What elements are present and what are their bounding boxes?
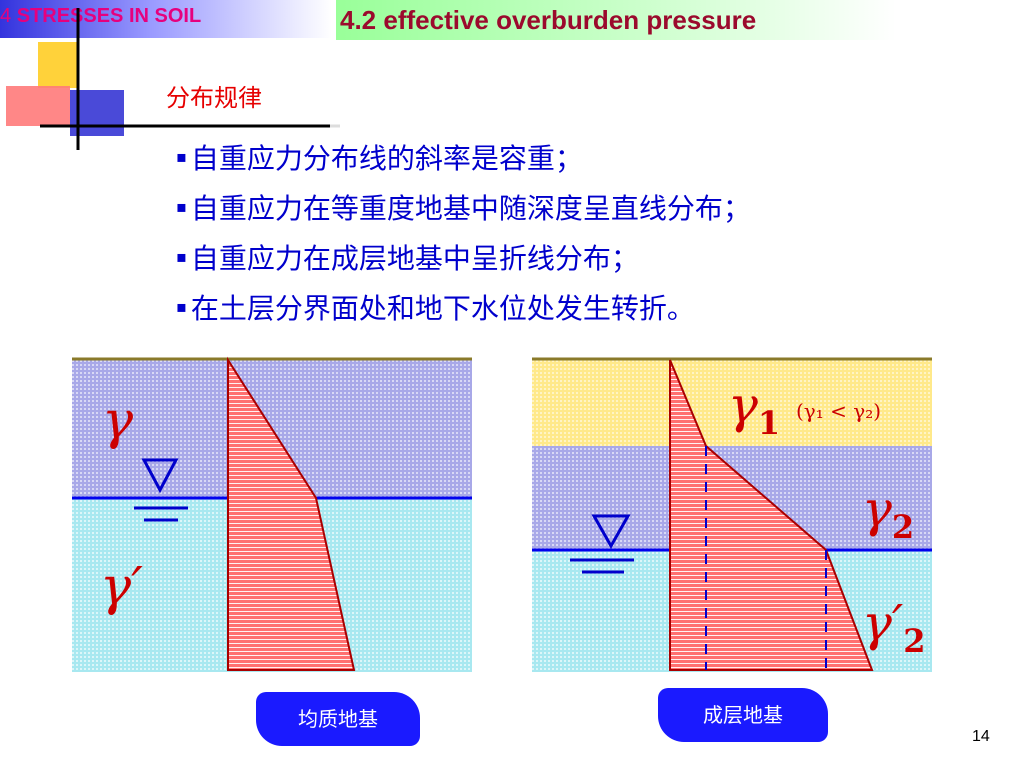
- chapter-title-text: STRESSES IN SOIL: [16, 5, 202, 27]
- section-tag-background: [336, 0, 896, 40]
- layer-2-buoyant-unit-weight-label: γ′2: [862, 594, 926, 660]
- bullet-list: ▪自重应力分布线的斜率是容重； ▪自重应力在等重度地基中随深度呈直线分布； ▪自…: [176, 136, 751, 336]
- layered-foundation-diagram: γ1 (γ₁ < γ₂) γ2 γ′2: [532, 357, 932, 672]
- bullet-mark: ▪: [176, 147, 187, 166]
- unit-weight-condition: (γ₁ < γ₂): [796, 399, 881, 423]
- bullet-mark: ▪: [176, 297, 187, 316]
- bullet-item: ▪在土层分界面处和地下水位处发生转折。: [176, 292, 695, 325]
- bullet-item: ▪自重应力在等重度地基中随深度呈直线分布；: [176, 192, 751, 225]
- page-number: 14: [972, 728, 990, 745]
- layer-1-unit-weight-label: γ1: [728, 376, 780, 442]
- layer-2-unit-weight-label: γ2: [862, 480, 914, 546]
- soil-layer-1: [532, 360, 932, 446]
- layered-foundation-caption: 成层地基: [658, 688, 828, 742]
- buoyant-unit-weight-label: γ′: [100, 557, 143, 617]
- bullet-mark: ▪: [176, 247, 187, 266]
- chapter-tag-background: [0, 0, 332, 38]
- chapter-number: 4: [0, 5, 12, 27]
- chapter-title: 4 STRESSES IN SOIL: [0, 5, 201, 28]
- self-weight-stress-distribution: [227, 356, 356, 671]
- slide-subtitle: 分布规律: [166, 84, 262, 112]
- bullet-mark: ▪: [176, 197, 187, 216]
- unit-weight-label: γ: [102, 391, 134, 451]
- homogeneous-foundation-diagram: γ γ′: [72, 356, 472, 672]
- decorative-logo: [6, 8, 340, 150]
- water-table-triangle-icon: [591, 514, 631, 550]
- logo-red-square: [6, 86, 70, 126]
- water-table-triangle-icon: [141, 458, 179, 494]
- section-title: 4.2 effective overburden pressure: [340, 5, 757, 35]
- logo-yellow-square: [38, 42, 78, 88]
- self-weight-stress-distribution: [669, 359, 874, 671]
- bullet-item: ▪自重应力分布线的斜率是容重；: [176, 142, 583, 175]
- bullet-item: ▪自重应力在成层地基中呈折线分布；: [176, 242, 639, 275]
- homogeneous-foundation-caption: 均质地基: [256, 692, 420, 746]
